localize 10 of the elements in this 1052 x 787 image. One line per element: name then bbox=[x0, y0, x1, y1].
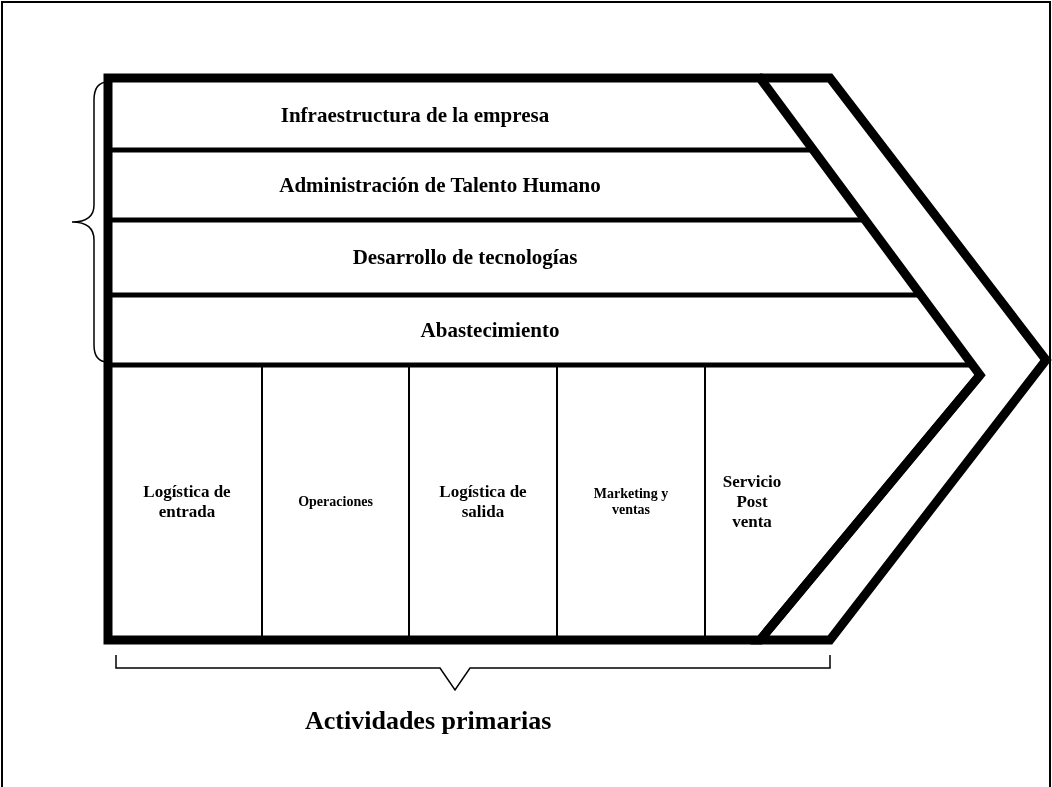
activity-label: Operaciones bbox=[298, 494, 373, 510]
activity-label: Marketing y ventas bbox=[592, 486, 670, 518]
activity-label: Logística de salida bbox=[438, 482, 528, 522]
activity-label: Infraestructura de la empresa bbox=[280, 102, 550, 128]
activity-label: Servicio Post venta bbox=[721, 472, 783, 532]
section-label: Actividades primarias bbox=[305, 706, 552, 736]
activity-label: Logística de entrada bbox=[142, 482, 232, 522]
activity-label: Abastecimiento bbox=[420, 317, 560, 343]
activity-label: Desarrollo de tecnologías bbox=[352, 245, 578, 270]
activity-label: Administración de Talento Humano bbox=[279, 172, 601, 198]
